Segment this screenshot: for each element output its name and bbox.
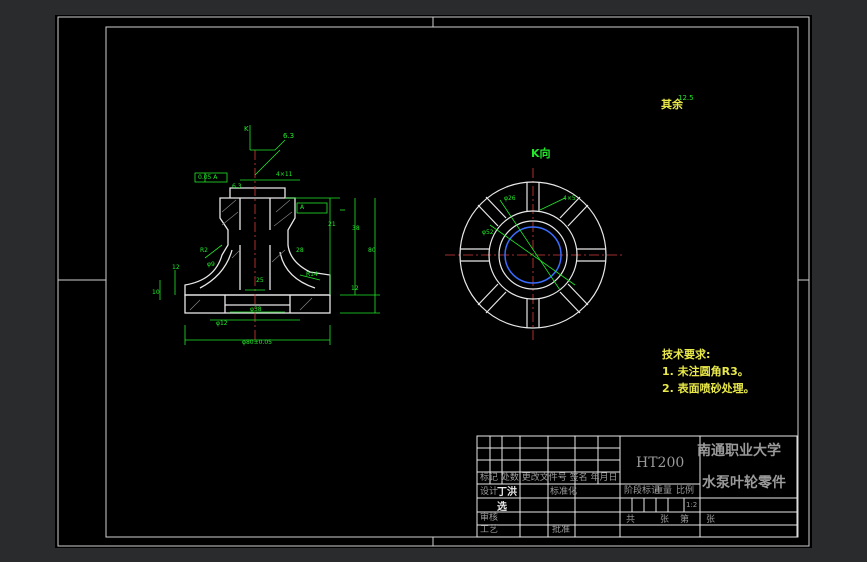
drawing-sheet xyxy=(55,15,812,548)
dim-phi-outer: φ80±0.05 xyxy=(242,339,272,346)
inner-border xyxy=(105,26,799,538)
k-view xyxy=(459,181,607,329)
tech-req-2: 2. 表面喷砂处理。 xyxy=(662,382,755,395)
dim-12: 12 xyxy=(351,285,359,292)
approve-label: 批准 xyxy=(552,525,571,535)
dim-r2: R2 xyxy=(200,247,208,254)
school-name: 南通职业大学 xyxy=(697,443,781,459)
sheet-total: 共 xyxy=(626,515,636,525)
stage-mark-label: 阶段标记 xyxy=(624,486,661,496)
dim-28: 28 xyxy=(296,247,304,254)
title-block xyxy=(476,435,798,538)
material: HT200 xyxy=(636,455,685,471)
tech-req-1: 1. 未注圆角R3。 xyxy=(662,365,749,378)
dim-25: 25 xyxy=(256,277,264,284)
process-label: 工艺 xyxy=(480,525,499,535)
dimension-lines xyxy=(159,125,380,345)
dim-a: A xyxy=(300,204,305,211)
dim-4x5: 4×5 xyxy=(563,195,576,202)
surface-value: 12.5 xyxy=(678,94,694,102)
revision-row: 标记 处数 更改文件号 签名 年月日 xyxy=(480,473,618,483)
k-view-label: K向 xyxy=(531,147,551,160)
dim-phi12: φ12 xyxy=(216,320,228,327)
scale-label: 比例 xyxy=(676,486,695,496)
tech-req-title: 技术要求: xyxy=(662,348,711,361)
dim-21: 21 xyxy=(328,221,336,228)
dim-4m11: 4×11 xyxy=(276,171,293,178)
dim-63b: 6.3 xyxy=(232,183,242,190)
outer-border xyxy=(57,16,810,547)
designer-label: 设计 xyxy=(480,487,499,497)
dim-phi52: φ52 xyxy=(482,229,494,236)
checker-label: 标准化 xyxy=(550,487,578,497)
dim-phi26: φ26 xyxy=(504,195,516,202)
sheet-unit: 张 xyxy=(660,515,670,525)
dim-phi9: φ9 xyxy=(207,261,215,268)
dim-10: 10 xyxy=(152,289,160,296)
part-name: 水泵叶轮零件 xyxy=(702,475,786,491)
weight-label: 重量 xyxy=(654,486,673,496)
sheet-unit2: 张 xyxy=(706,515,716,525)
dim-r14: R14 xyxy=(306,271,318,278)
dim-80: 80 xyxy=(368,247,376,254)
scale-value: 1:2 xyxy=(686,501,698,509)
section-hatching xyxy=(189,199,313,311)
dim-12b: 12 xyxy=(172,264,180,271)
dim-roughness: 6.3 xyxy=(283,132,295,140)
dim-tolerance: 0.05 A xyxy=(198,174,218,181)
k-view-dims xyxy=(489,197,576,291)
designer2: 选 xyxy=(497,502,507,513)
dim-phi38: φ38 xyxy=(250,306,262,313)
sheet-no: 第 xyxy=(680,515,690,525)
dim-38: 38 xyxy=(352,225,360,232)
surface-note: 其余 xyxy=(661,98,683,111)
audit-label: 审核 xyxy=(480,513,499,523)
designer-name: 丁洪 xyxy=(497,487,517,498)
dim-k: K xyxy=(244,125,249,133)
